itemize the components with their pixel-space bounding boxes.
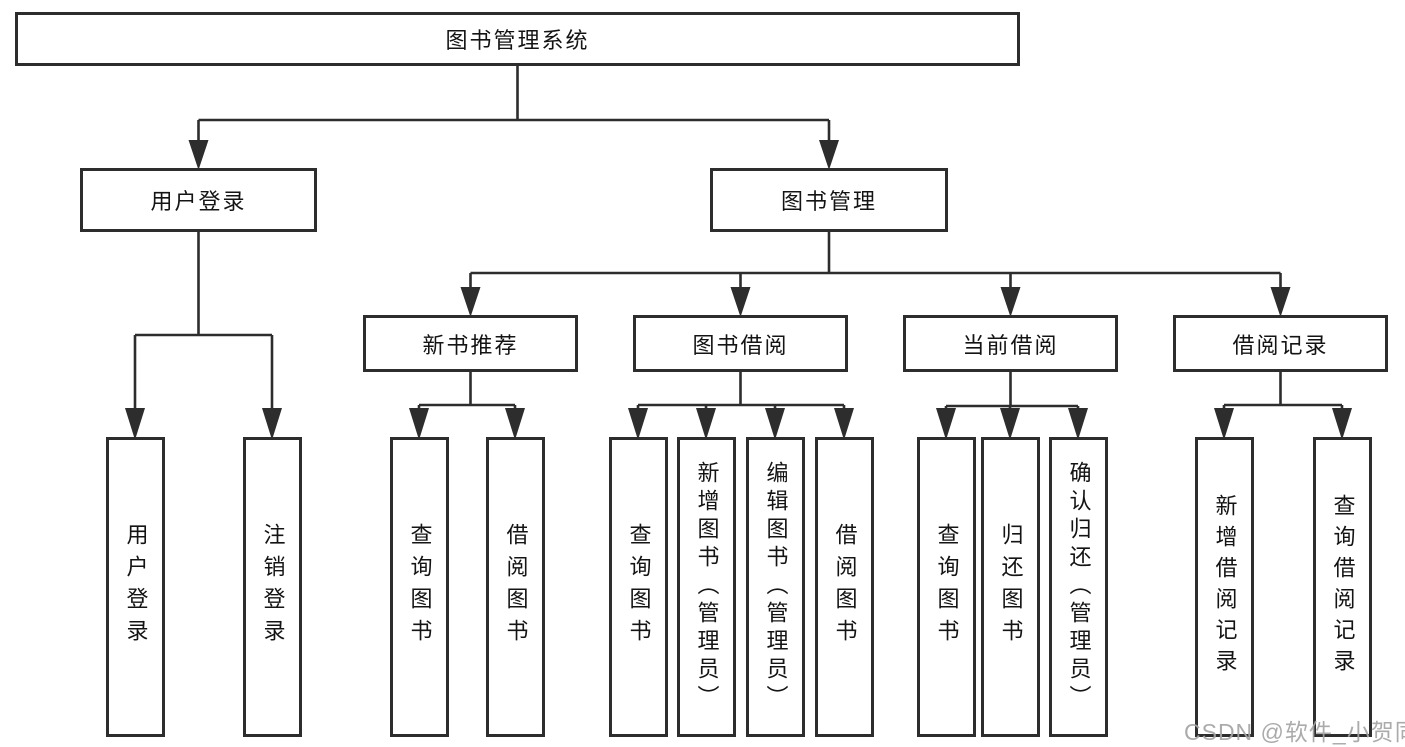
node-new-book-recommend: 新书推荐 <box>363 315 578 372</box>
leaf-confirm-return-admin: 确认归还（管理员） <box>1049 437 1108 737</box>
node-current-borrowing: 当前借阅 <box>903 315 1118 372</box>
leaf-add-borrow-record: 新增借阅记录 <box>1195 437 1254 737</box>
node-book-borrowing: 图书借阅 <box>633 315 848 372</box>
leaf-query-books-recommend: 查询图书 <box>390 437 449 737</box>
leaf-borrow-books-borrowing: 借阅图书 <box>815 437 874 737</box>
leaf-logout: 注销登录 <box>243 437 302 737</box>
node-root: 图书管理系统 <box>15 12 1020 66</box>
node-book-management: 图书管理 <box>710 168 948 232</box>
node-user-login: 用户登录 <box>80 168 317 232</box>
arrowheads <box>125 140 1352 440</box>
leaf-edit-books-admin: 编辑图书（管理员） <box>746 437 805 737</box>
watermark: CSDN @软件_小贺同学 <box>1184 719 1405 745</box>
leaf-query-books-current: 查询图书 <box>917 437 976 737</box>
leaf-user-login: 用户登录 <box>106 437 165 737</box>
leaf-add-books-admin: 新增图书（管理员） <box>677 437 736 737</box>
leaf-query-books-borrowing: 查询图书 <box>609 437 668 737</box>
leaf-return-books: 归还图书 <box>981 437 1040 737</box>
leaf-query-borrow-record: 查询借阅记录 <box>1313 437 1372 737</box>
node-borrowing-records: 借阅记录 <box>1173 315 1388 372</box>
leaf-borrow-books-recommend: 借阅图书 <box>486 437 545 737</box>
